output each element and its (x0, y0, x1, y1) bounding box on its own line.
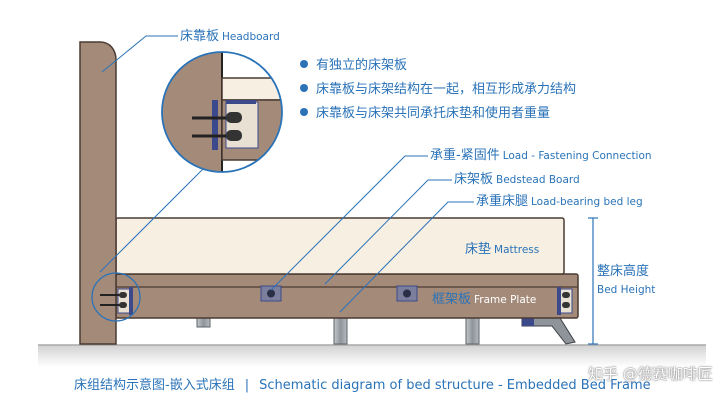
label-bed-height: 整床高度 Bed Height (597, 263, 655, 299)
label-fastening-zh: 承重-紧固件 (430, 148, 500, 163)
caption-zh: 床组结构示意图-嵌入式床组 (74, 378, 235, 393)
bullet-dot-icon (300, 60, 308, 68)
label-bed-height-en: Bed Height (597, 284, 656, 296)
bullet-text: 床靠板与床架共同承托床垫和使用者重量 (316, 106, 551, 121)
bullet-text: 床靠板与床架结构在一起，相互形成承力结构 (316, 82, 577, 97)
zoom-source-circle (91, 272, 141, 322)
caption-en: Schematic diagram of bed structure - Emb… (259, 378, 651, 393)
bullet-item: 床靠板与床架结构在一起，相互形成承力结构 (300, 82, 576, 98)
headboard (79, 41, 117, 345)
label-bed-leg-zh: 承重床腿 (476, 194, 529, 209)
leader-fastening (270, 155, 428, 291)
label-frame-plate-zh: 框架板 (432, 292, 472, 307)
bullet-dot-icon (300, 108, 308, 116)
foot-bracket (557, 287, 573, 315)
label-mattress-zh: 床垫 (465, 242, 492, 257)
leader-bed-leg (339, 201, 474, 313)
diagram-caption: 床组结构示意图-嵌入式床组 | Schematic diagram of bed s… (74, 374, 651, 393)
zoom-connector (99, 167, 205, 273)
caption-separator: | (244, 378, 250, 393)
bullet-text: 有独立的床架板 (316, 58, 408, 73)
bullet-item: 床靠板与床架共同承托床垫和使用者重量 (300, 106, 550, 122)
label-mattress-en: Mattress (494, 244, 540, 256)
label-headboard-en: Headboard (222, 31, 280, 43)
fastener-2 (396, 285, 418, 302)
leader-headboard (101, 35, 178, 73)
watermark: 知乎 @德赛咖啡匠 (588, 365, 713, 383)
label-bed-leg-en: Load-bearing bed leg (531, 196, 643, 208)
head-bracket (100, 287, 133, 315)
label-frame-plate-en: Frame Plate (474, 294, 537, 306)
zoom-circle (161, 51, 283, 173)
zoom-detail (162, 52, 282, 172)
label-fastening-en: Load - Fastening Connection (502, 150, 652, 162)
bed-height-dimension (588, 217, 598, 345)
floor (38, 345, 706, 367)
fastener-1 (260, 285, 282, 302)
bullet-dot-icon (300, 84, 308, 92)
bullet-item: 有独立的床架板 (300, 58, 407, 74)
rear-support-bracket (522, 317, 534, 326)
label-bed-height-zh: 整床高度 (597, 264, 650, 279)
leader-bedstead (324, 179, 452, 285)
label-headboard-zh: 床靠板 (180, 29, 220, 44)
label-bedstead-zh: 床架板 (454, 172, 494, 187)
label-bedstead-en: Bedstead Board (496, 174, 580, 186)
